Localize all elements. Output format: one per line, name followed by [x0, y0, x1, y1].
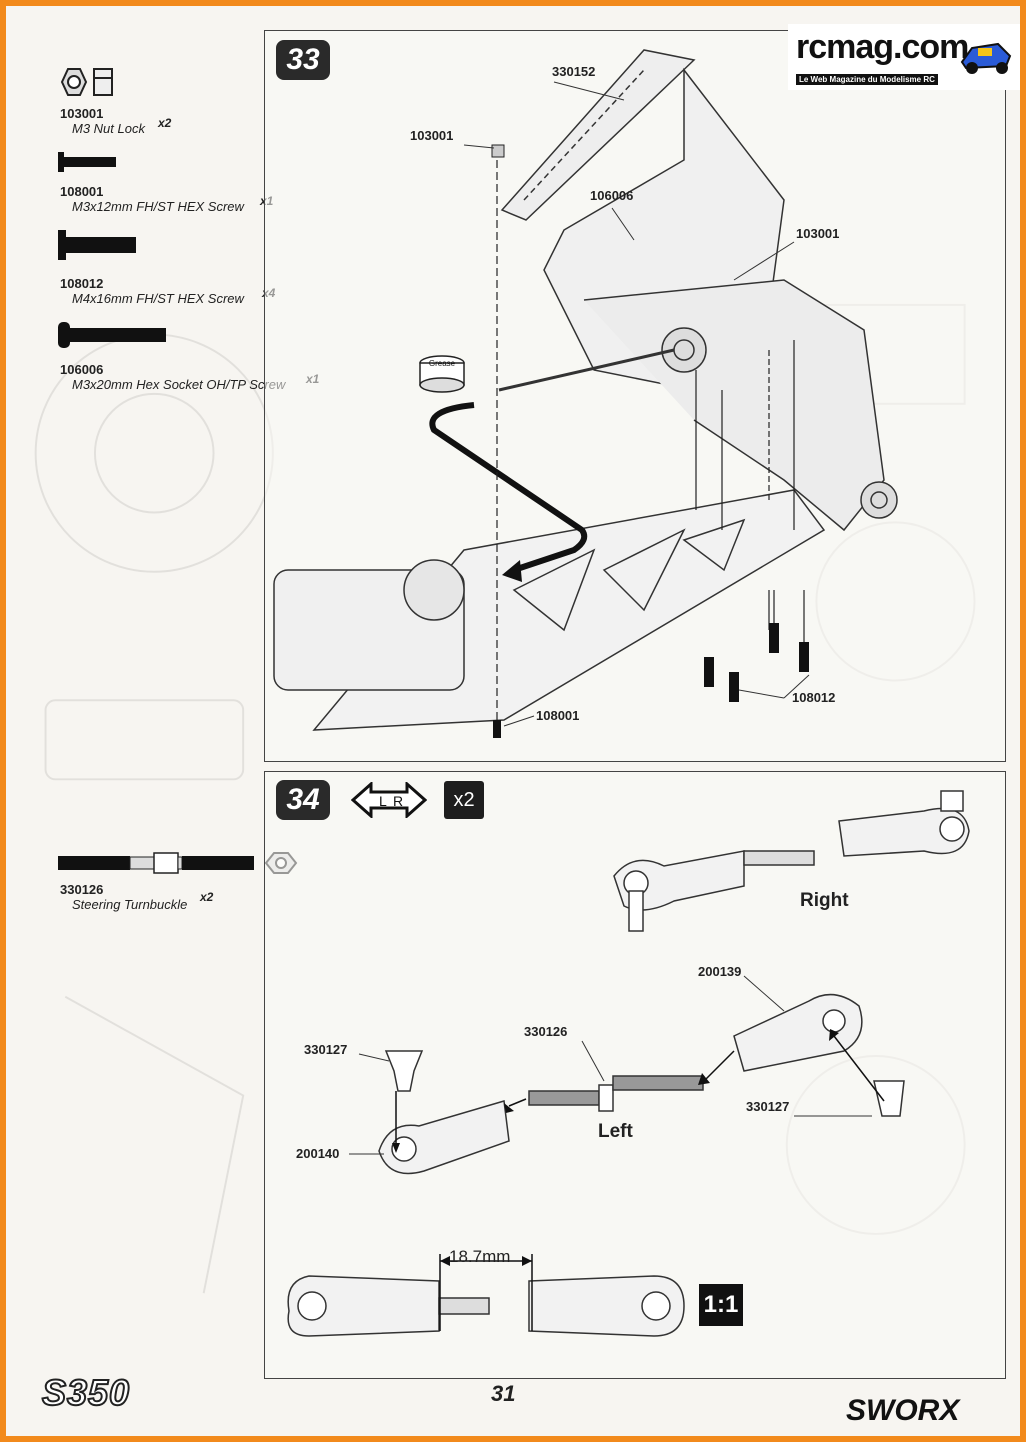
part-description: M3 Nut Lock [72, 121, 145, 136]
screw-m4x16-icon [58, 230, 136, 260]
step33-assembly-drawing: Grease [273, 49, 898, 738]
callout-103001-nut: 103001 [796, 226, 840, 241]
callout-106006: 106006 [590, 188, 634, 203]
part-number: 330126 [60, 882, 104, 897]
rc-car-icon [960, 42, 1012, 74]
right-label: Right [800, 890, 849, 911]
part-number: 103001 [60, 106, 104, 121]
nut-lock-icon [60, 68, 113, 96]
scale-badge: 1:1 [699, 1284, 743, 1326]
part-number: 108001 [60, 184, 104, 199]
screw-m3x12-icon [58, 152, 116, 172]
step34-assembly-drawing [287, 790, 970, 1337]
logo-tagline: Le Web Magazine du Modelisme RC [796, 74, 938, 85]
part-108012: 108012 M4x16mm FH/ST HEX Screw [60, 276, 244, 306]
callout-200140: 200140 [296, 1146, 340, 1161]
part-number: 106006 [60, 362, 104, 377]
grease-tub-icon: Grease [419, 355, 465, 393]
rcmag-logo: rcmag.com Le Web Magazine du Modelisme R… [788, 24, 1020, 90]
callout-108001: 108001 [536, 708, 580, 723]
callout-103001: 103001 [410, 128, 454, 143]
part-description: M3x12mm FH/ST HEX Screw [72, 199, 244, 214]
step33-badge: 33 [276, 40, 330, 80]
left-right-arrow-icon: L R [351, 782, 427, 818]
screw-m3x20-icon [58, 322, 166, 348]
model-logo: S350 [41, 1371, 131, 1414]
logo-text: rcmag.com [796, 28, 969, 66]
callout-108012: 108012 [792, 690, 836, 705]
part-103001: 103001 M3 Nut Lock [60, 106, 145, 136]
lr-left-letter: L [379, 793, 387, 809]
part-number: 108012 [60, 276, 104, 291]
callout-330127-right: 330127 [746, 1099, 790, 1114]
turnbuckle-length-measurement: 18.7mm [449, 1247, 511, 1266]
callout-200139: 200139 [698, 964, 742, 979]
brand-logo: SWORX [846, 1394, 960, 1427]
part-description: Steering Turnbuckle [72, 897, 188, 912]
part-330126: 330126 Steering Turnbuckle [60, 882, 187, 912]
page-number: 31 [491, 1381, 516, 1406]
part-quantity: x2 [200, 890, 214, 904]
callout-330152: 330152 [552, 64, 596, 79]
part-description: M3x20mm Hex Socket OH/TP Screw [72, 377, 286, 392]
step34-badge: 34 [276, 780, 330, 820]
part-description: M4x16mm FH/ST HEX Screw [72, 291, 244, 306]
callout-330126: 330126 [524, 1024, 568, 1039]
callout-330127-left: 330127 [304, 1042, 348, 1057]
part-quantity: x2 [158, 116, 172, 130]
part-108001: 108001 M3x12mm FH/ST HEX Screw [60, 184, 244, 214]
lr-right-letter: R [393, 793, 403, 809]
grease-label: Grease [429, 359, 456, 368]
left-label: Left [598, 1121, 633, 1142]
multiplier-badge: x2 [444, 781, 484, 819]
part-106006: 106006 M3x20mm Hex Socket OH/TP Screw [60, 362, 285, 392]
